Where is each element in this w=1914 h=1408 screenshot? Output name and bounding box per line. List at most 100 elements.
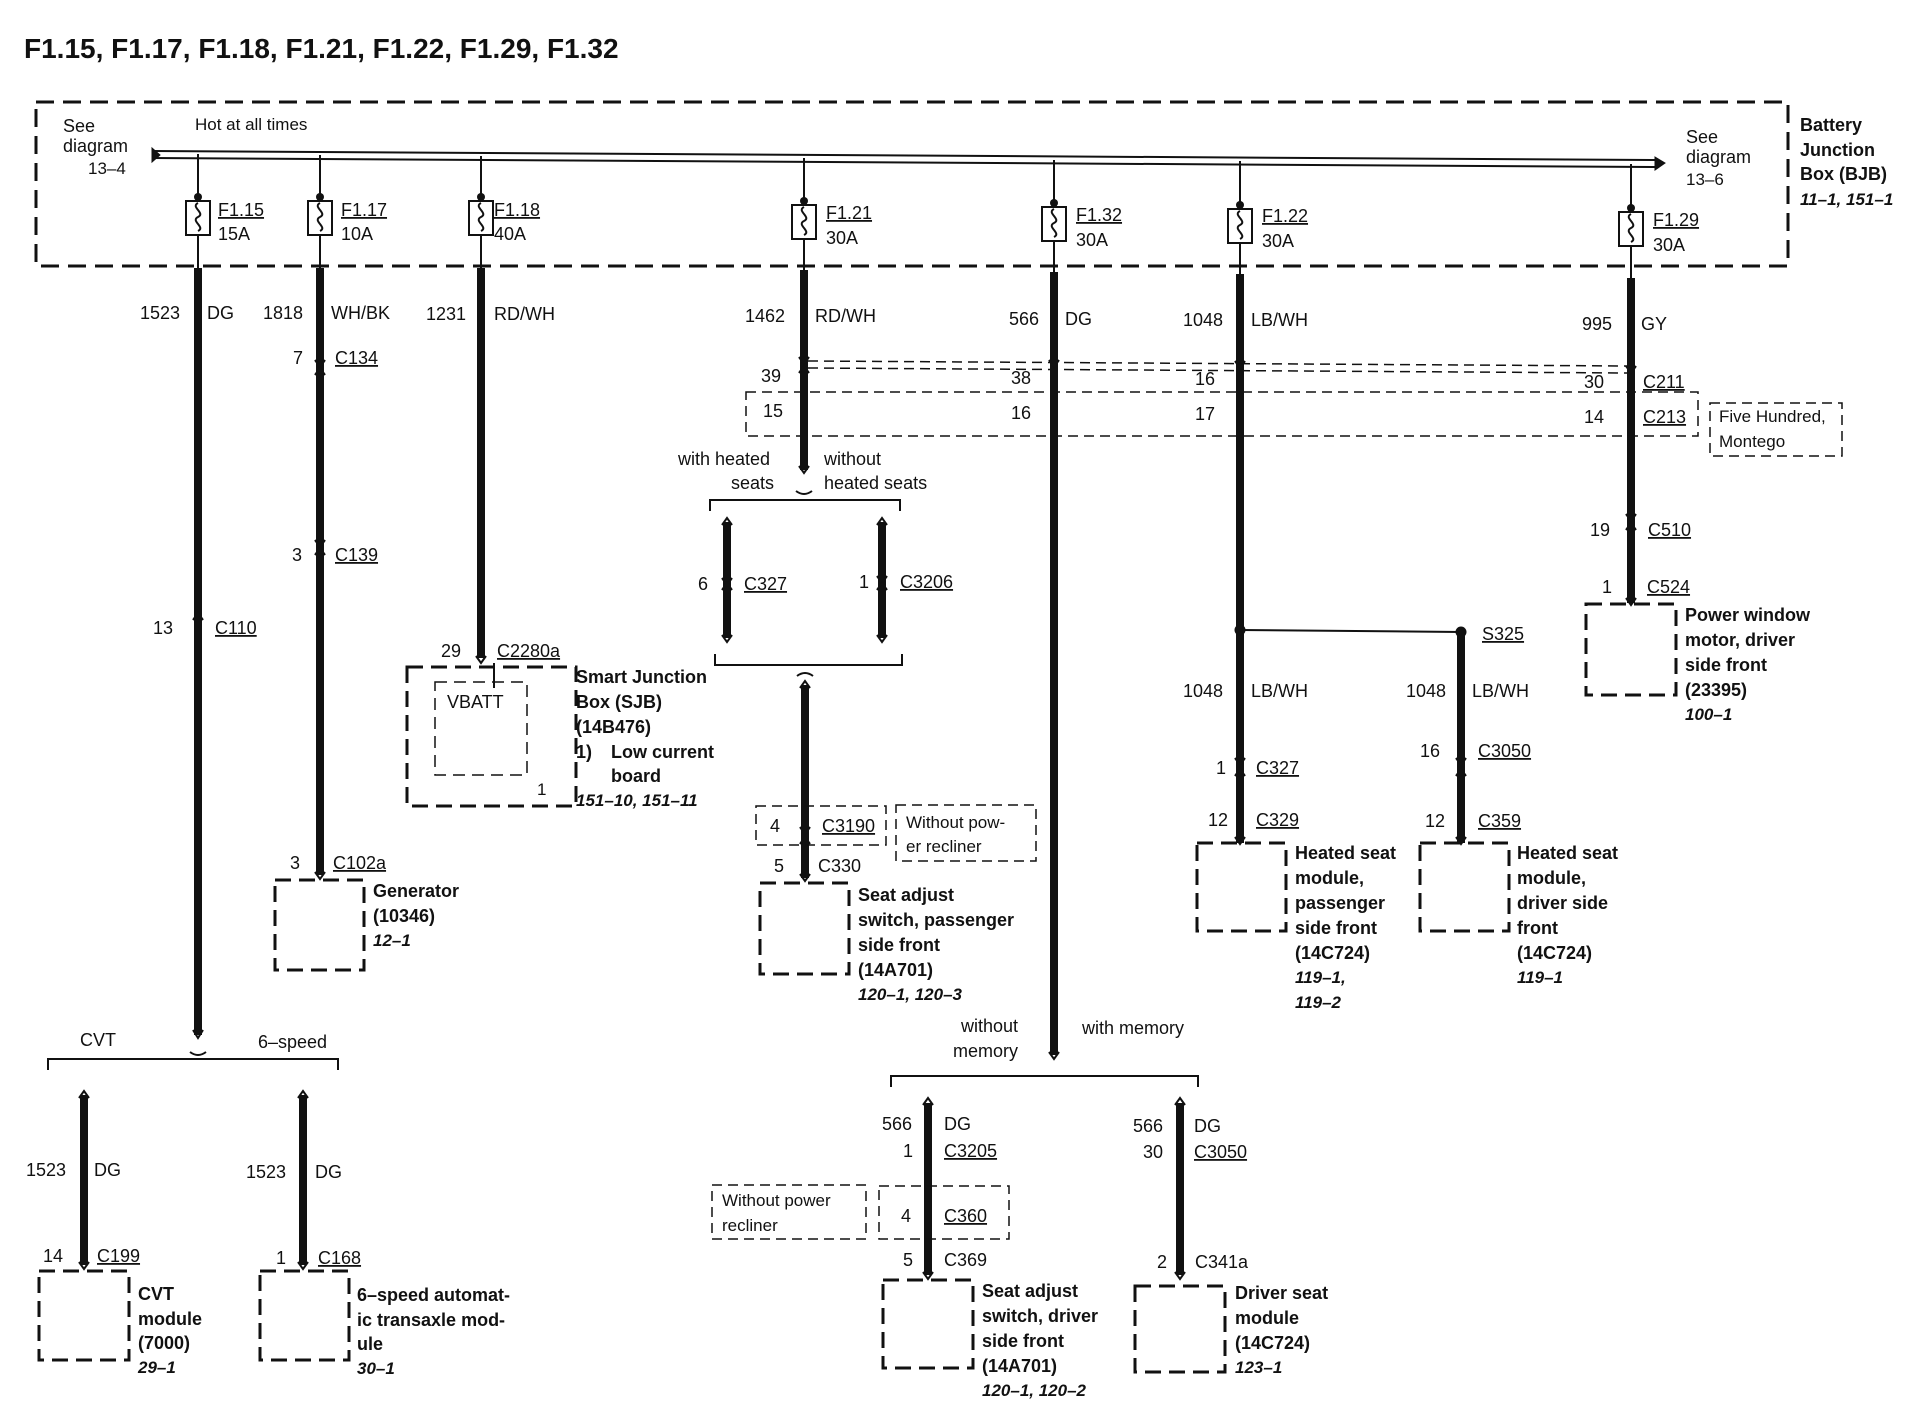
without-memory-label: without <box>960 1016 1018 1036</box>
c211-pin: 16 <box>1195 369 1215 389</box>
seat-switch-passenger-ref: 120–1, 120–3 <box>858 985 963 1004</box>
cvt-module-label: CVT <box>138 1284 174 1304</box>
svg-text:side front: side front <box>1685 655 1767 675</box>
c3190-label: C3190 <box>822 816 875 836</box>
heated-seat-passenger-ref: 119–1, <box>1295 968 1346 987</box>
c359-pin: 12 <box>1425 811 1445 831</box>
see-diagram-right-ref: 13–6 <box>1686 170 1724 189</box>
c327-pin: 1 <box>1216 758 1226 778</box>
wire-color: DG <box>944 1114 971 1134</box>
c341a-label: C341a <box>1195 1252 1249 1272</box>
c2280a-label: C2280a <box>497 641 561 661</box>
heated-seat-driver-label: Heated seat <box>1517 843 1618 863</box>
c3205-pin: 1 <box>903 1141 913 1161</box>
c3190-pin: 4 <box>770 816 780 836</box>
sjb-label: Smart Junction <box>576 667 707 687</box>
fuse-f1-18: F1.18 40A <box>468 156 540 268</box>
svg-text:diagram: diagram <box>1686 147 1751 167</box>
svg-text:module,: module, <box>1295 868 1364 888</box>
fuse-amps: 30A <box>1076 230 1108 250</box>
svg-text:driver side: driver side <box>1517 893 1608 913</box>
c329-pin: 12 <box>1208 810 1228 830</box>
fuse-f1-29: F1.29 30A <box>1618 164 1699 278</box>
wire-circuit: 1048 <box>1183 310 1223 330</box>
fuse-amps: 30A <box>1262 231 1294 251</box>
see-diagram-right: See <box>1686 127 1718 147</box>
circuit-f1-22 <box>1195 274 1511 933</box>
c369-label: C369 <box>944 1250 987 1270</box>
fuse-f1-21: F1.21 30A <box>791 158 872 270</box>
c3050-label: C3050 <box>1478 741 1531 761</box>
with-memory-label: with memory <box>1081 1018 1184 1038</box>
c168-label: C168 <box>318 1248 361 1268</box>
c168-pin: 1 <box>276 1248 286 1268</box>
svg-text:(14C724): (14C724) <box>1295 943 1370 963</box>
svg-text:Low current: Low current <box>611 742 714 762</box>
svg-text:side front: side front <box>982 1331 1064 1351</box>
fuse-name: F1.15 <box>218 200 264 220</box>
c211-label: C211 <box>1643 372 1685 392</box>
wire-color: DG <box>315 1162 342 1182</box>
c327-label: C327 <box>1256 758 1299 778</box>
generator-ref: 12–1 <box>373 931 411 950</box>
svg-text:(14A701): (14A701) <box>982 1356 1057 1376</box>
c134-label: C134 <box>335 348 378 368</box>
c510-label: C510 <box>1648 520 1691 540</box>
svg-text:er recliner: er recliner <box>906 837 982 856</box>
c3050-label: C3050 <box>1194 1142 1247 1162</box>
svg-text:(14A701): (14A701) <box>858 960 933 980</box>
svg-text:side front: side front <box>1295 918 1377 938</box>
svg-text:(14C724): (14C724) <box>1235 1333 1310 1353</box>
c199-label: C199 <box>97 1246 140 1266</box>
wire-color: LB/WH <box>1251 681 1308 701</box>
wire-color: RD/WH <box>494 304 555 324</box>
svg-text:switch, passenger: switch, passenger <box>858 910 1014 930</box>
svg-text:motor, driver: motor, driver <box>1685 630 1795 650</box>
fuse-f1-17: F1.17 10A <box>307 155 387 268</box>
svg-text:front: front <box>1517 918 1558 938</box>
transaxle-module-label: 6–speed automat- <box>357 1285 510 1305</box>
svg-text:module: module <box>138 1309 202 1329</box>
power-bus-bar <box>151 146 1666 171</box>
wire-circuit: 995 <box>1582 314 1612 334</box>
c213-pin: 14 <box>1584 407 1604 427</box>
driver-seat-module-label: Driver seat <box>1235 1283 1328 1303</box>
circuit-f1-18 <box>405 268 578 808</box>
power-window-motor-label: Power window <box>1685 605 1811 625</box>
c2280a-pin: 29 <box>441 641 461 661</box>
heated-seat-passenger-label: Heated seat <box>1295 843 1396 863</box>
six-speed-branch-label: 6–speed <box>258 1032 327 1052</box>
c524-pin: 1 <box>1602 577 1612 597</box>
svg-text:module,: module, <box>1517 868 1586 888</box>
c213-label: C213 <box>1643 407 1686 427</box>
c327-pin: 6 <box>698 574 708 594</box>
svg-text:(10346): (10346) <box>373 906 435 926</box>
wire-color: LB/WH <box>1251 310 1308 330</box>
seat-switch-driver-label: Seat adjust <box>982 1281 1078 1301</box>
circuit-f1-29 <box>1584 278 1678 697</box>
c369-pin: 5 <box>903 1250 913 1270</box>
fuse-name: F1.22 <box>1262 206 1308 226</box>
fuse-name: F1.18 <box>494 200 540 220</box>
c3206-label: C3206 <box>900 572 953 592</box>
fuse-amps: 30A <box>1653 235 1685 255</box>
wire-circuit: 1523 <box>246 1162 286 1182</box>
connector-c211-c213 <box>745 360 1843 457</box>
without-power-recliner-note: Without pow- <box>906 813 1005 832</box>
svg-text:ule: ule <box>357 1334 383 1354</box>
fuse-f1-32: F1.32 30A <box>1041 160 1122 272</box>
wire-circuit: 1523 <box>140 303 180 323</box>
wire-color: DG <box>207 303 234 323</box>
c211-pin: 30 <box>1584 372 1604 392</box>
generator-label: Generator <box>373 881 459 901</box>
c213-pin: 16 <box>1011 403 1031 423</box>
sjb-ref: 151–10, 151–11 <box>576 791 698 810</box>
wire-circuit: 566 <box>1133 1116 1163 1136</box>
circuit-f1-32 <box>711 272 1227 1374</box>
svg-text:heated seats: heated seats <box>824 473 927 493</box>
wire-circuit: 1462 <box>745 306 785 326</box>
wire-circuit: 1818 <box>263 303 303 323</box>
fuse-f1-15: F1.15 15A <box>185 154 264 268</box>
wire-circuit: 1523 <box>26 1160 66 1180</box>
wire-circuit: 1048 <box>1183 681 1223 701</box>
